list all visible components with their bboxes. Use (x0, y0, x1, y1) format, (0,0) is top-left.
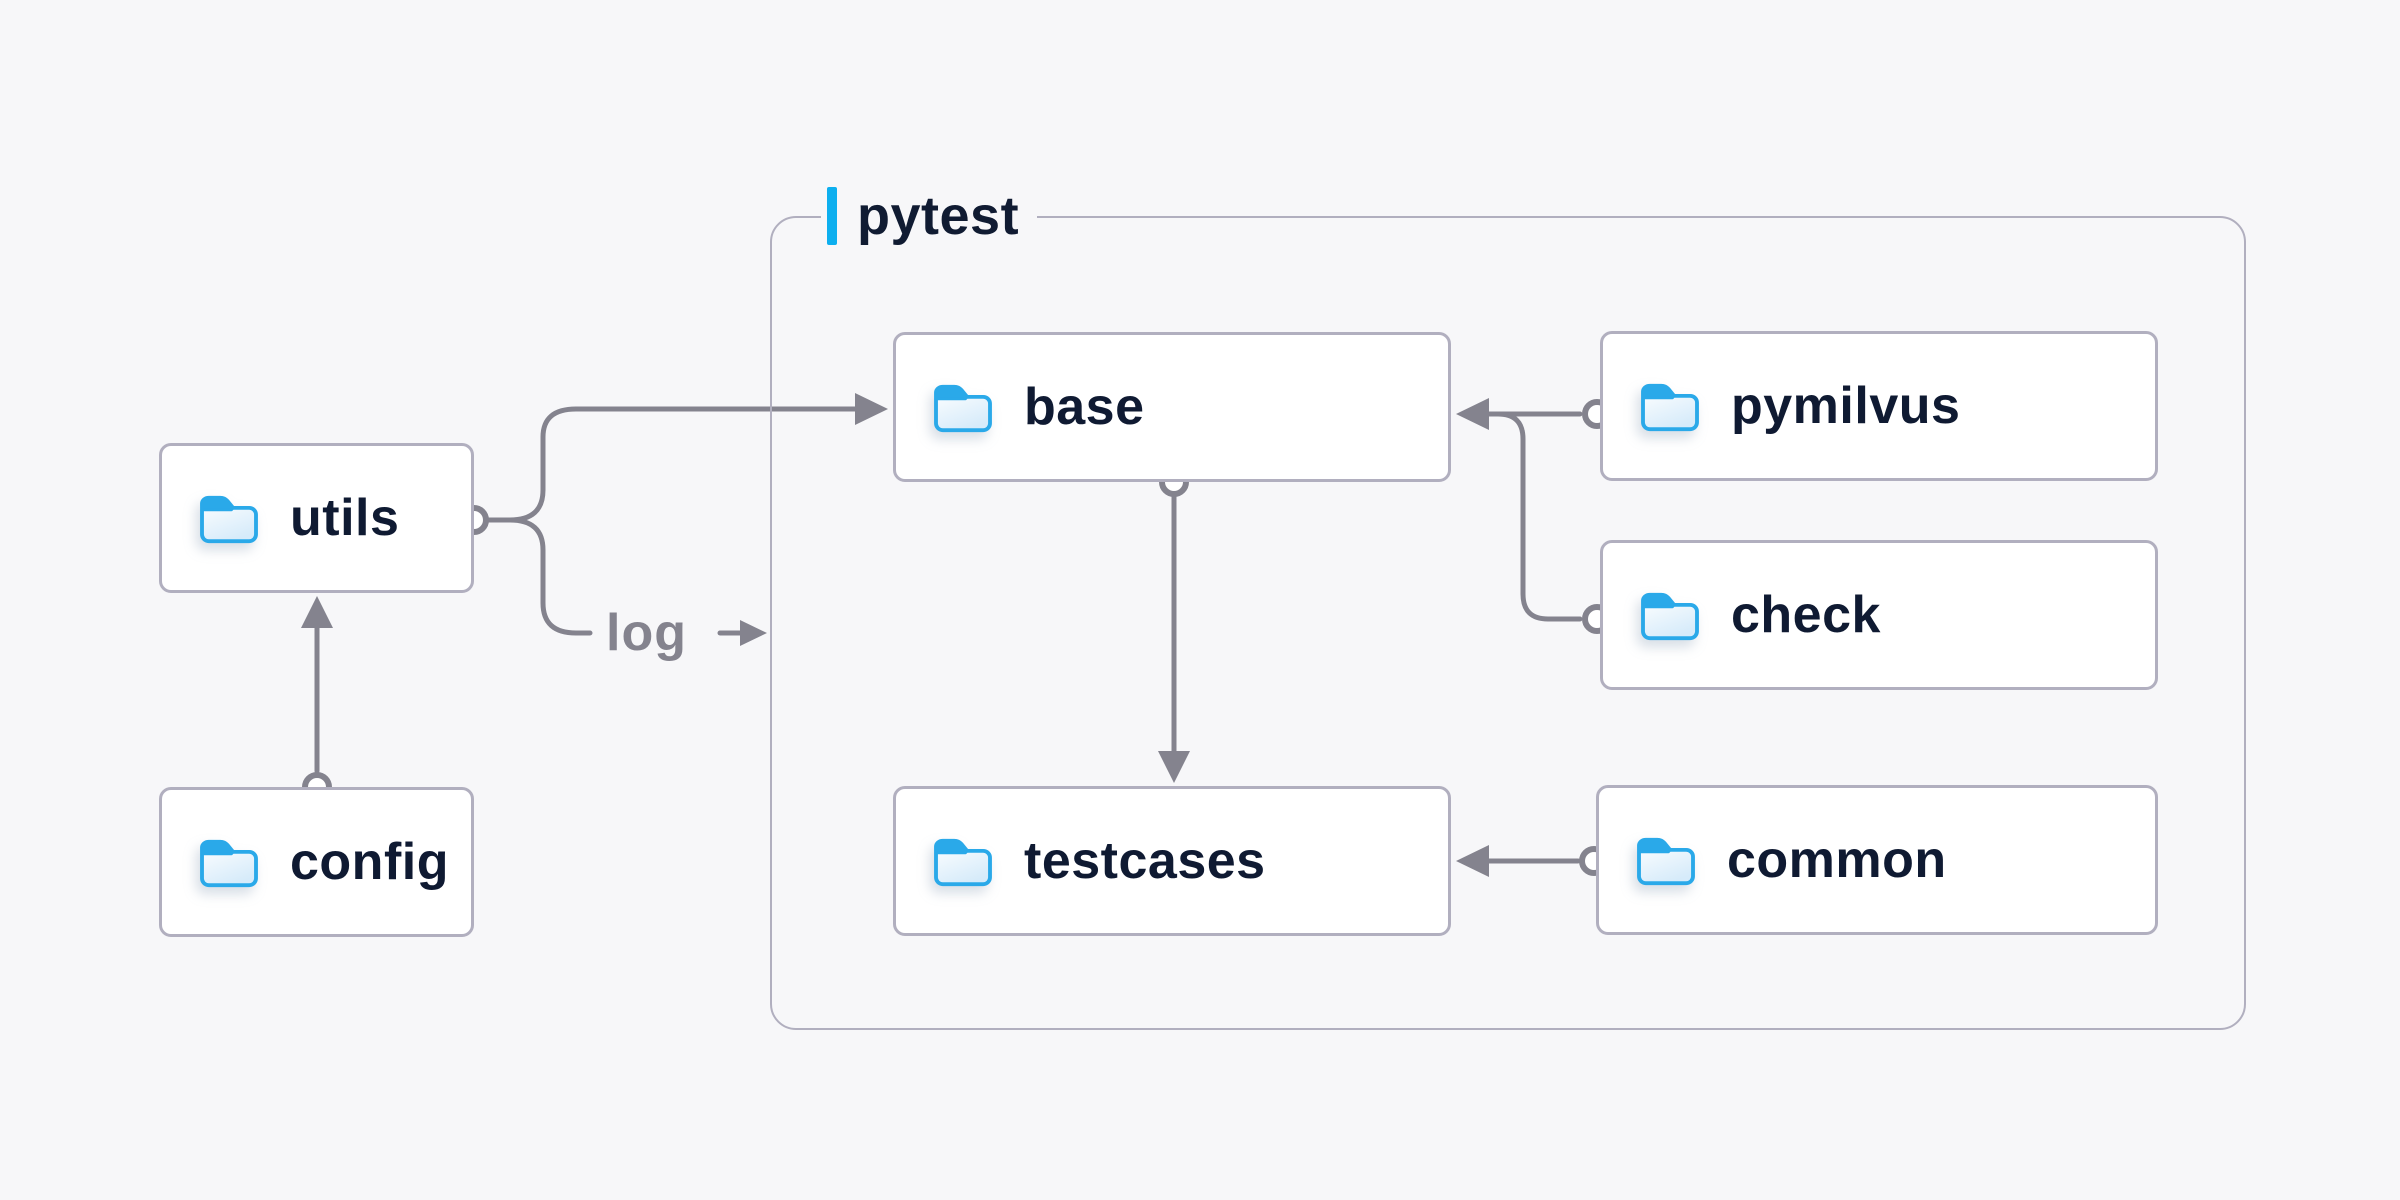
folder-icon (932, 380, 994, 434)
node-utils: utils (159, 443, 474, 593)
edge-utils-log (507, 517, 593, 636)
pytest-legend: pytest (821, 184, 1038, 248)
pytest-container (770, 216, 2246, 1030)
node-config: config (159, 787, 474, 937)
accent-bar-icon (827, 187, 837, 245)
node-label: config (290, 833, 449, 891)
folder-icon (1635, 833, 1697, 887)
edge-config-utils (301, 596, 333, 802)
node-label: check (1731, 586, 1881, 644)
node-label: common (1727, 831, 1947, 889)
arrowhead-into-utils (301, 596, 333, 628)
folder-icon (198, 835, 260, 889)
node-common: common (1596, 785, 2158, 935)
node-pymilvus: pymilvus (1600, 331, 2158, 481)
node-label: base (1024, 378, 1145, 436)
folder-icon (198, 491, 260, 545)
node-label: testcases (1024, 832, 1266, 890)
folder-icon (1639, 379, 1701, 433)
node-check: check (1600, 540, 2158, 690)
arrowhead-log (740, 620, 767, 646)
pytest-container-label: pytest (857, 186, 1020, 246)
folder-icon (932, 834, 994, 888)
edge-log-into-pytest (717, 620, 767, 646)
node-label: utils (290, 489, 400, 547)
log-label: log (606, 604, 687, 662)
node-label: pymilvus (1731, 377, 1961, 435)
folder-icon (1639, 588, 1701, 642)
node-testcases: testcases (893, 786, 1451, 936)
node-base: base (893, 332, 1451, 482)
